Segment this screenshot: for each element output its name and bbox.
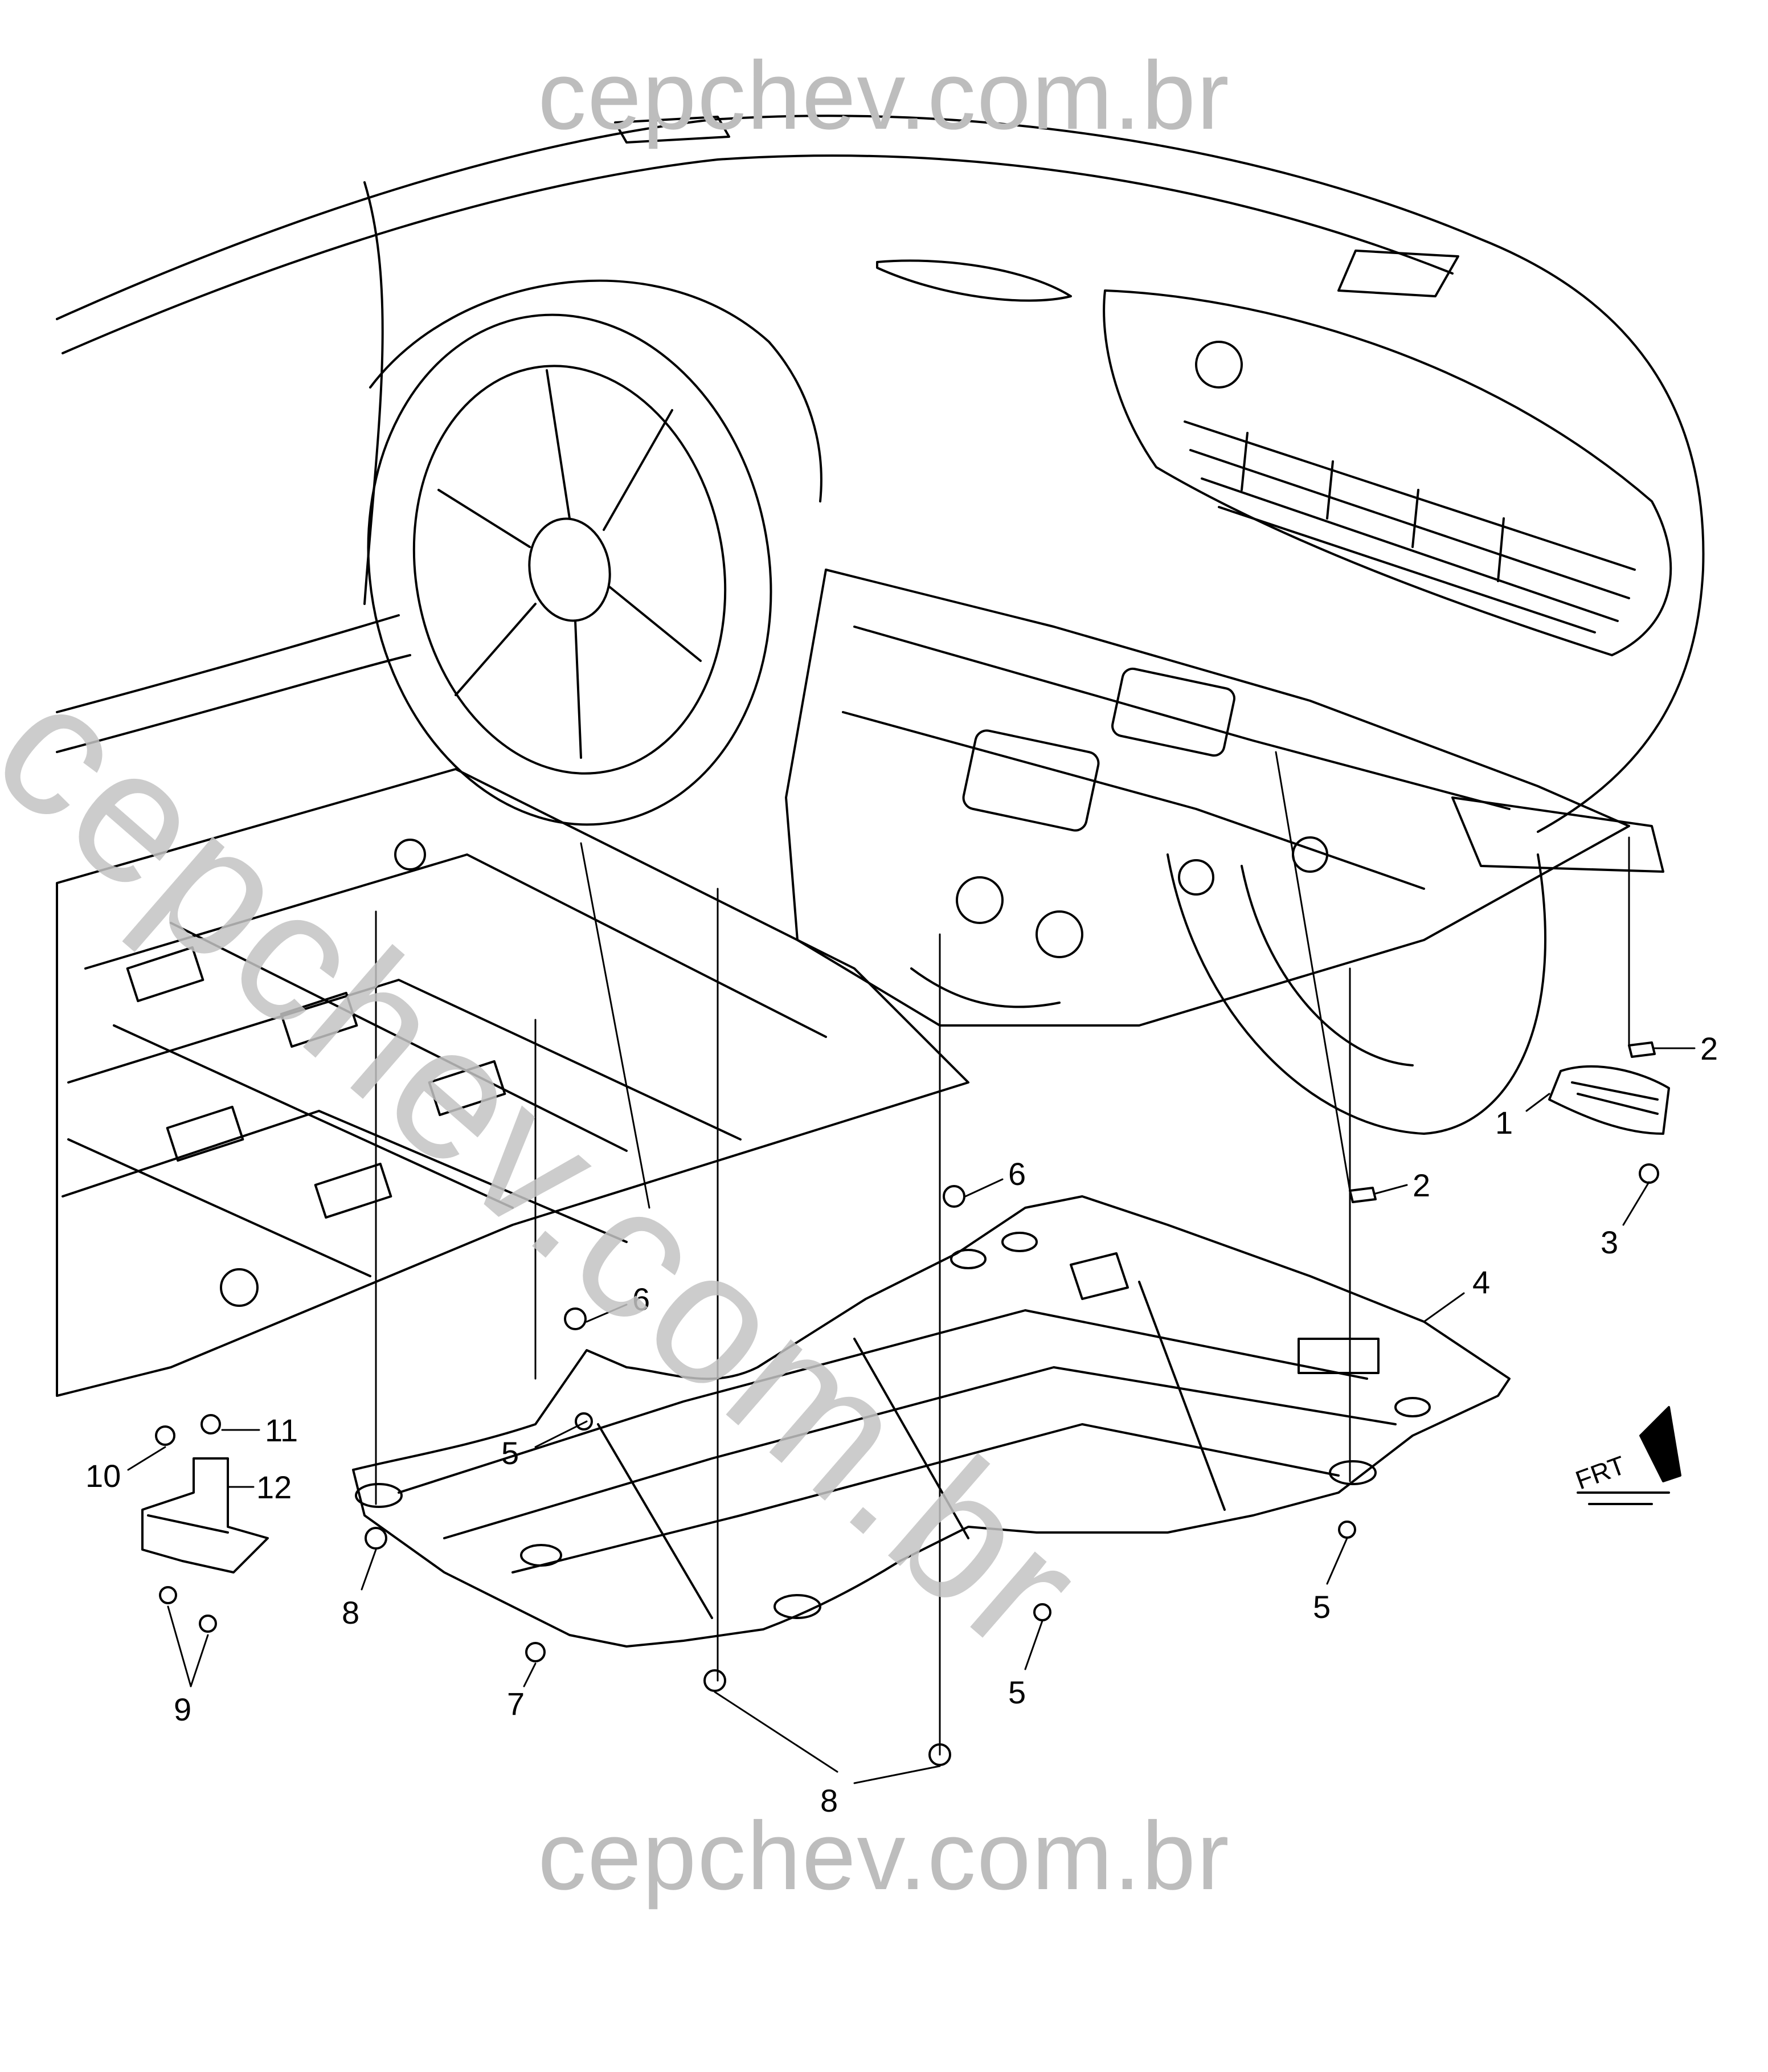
bolt-icon bbox=[1338, 1521, 1356, 1539]
front-indicator-label: FRT bbox=[1571, 1450, 1629, 1495]
underbody-floor-pan bbox=[56, 768, 969, 1397]
fasteners bbox=[155, 1041, 1659, 1766]
brand-emblem-icon bbox=[1337, 250, 1459, 297]
bolt-icon bbox=[575, 1412, 593, 1431]
engine-cradle bbox=[785, 569, 1664, 1027]
screw-icon bbox=[365, 1527, 387, 1550]
screw-icon bbox=[703, 1669, 726, 1692]
exploded-parts-diagram: 1 2 2 3 4 5 5 5 6 6 7 8 8 9 10 11 12 FRT bbox=[56, 115, 1718, 1818]
nut-icon bbox=[943, 1185, 965, 1208]
front-grille bbox=[1103, 289, 1672, 656]
screw-icon bbox=[159, 1586, 177, 1604]
clip-icon bbox=[200, 1414, 221, 1435]
vehicle-body bbox=[56, 115, 1705, 833]
clip-icon bbox=[1349, 1187, 1377, 1203]
rear-wheel bbox=[1167, 853, 1546, 1135]
callout-label: 6 bbox=[632, 1281, 650, 1317]
side-marker-icon bbox=[876, 259, 1072, 302]
callout-label: 11 bbox=[265, 1412, 298, 1448]
clip-icon bbox=[1628, 1041, 1656, 1058]
callout-label: 5 bbox=[1313, 1589, 1331, 1625]
screw-icon bbox=[199, 1615, 217, 1633]
underbody-shield bbox=[352, 1195, 1511, 1648]
callout-label: 7 bbox=[507, 1686, 525, 1722]
front-wheel bbox=[367, 279, 822, 826]
callout-label: 2 bbox=[1413, 1167, 1430, 1203]
callout-label: 2 bbox=[1700, 1031, 1718, 1066]
nut-icon bbox=[564, 1307, 587, 1330]
callout-label: 8 bbox=[342, 1595, 359, 1630]
callout-label: 12 bbox=[256, 1469, 292, 1505]
air-deflector bbox=[1548, 1065, 1670, 1135]
watermark-top: cepchev.com.br bbox=[538, 42, 1230, 150]
front-direction-arrow-icon bbox=[1577, 1406, 1681, 1505]
callout-label: 9 bbox=[174, 1691, 191, 1727]
guide-lines bbox=[375, 751, 1630, 1756]
watermark-bottom: cepchev.com.br bbox=[538, 1802, 1230, 1910]
callout-label: 3 bbox=[1601, 1224, 1618, 1260]
callout-label: 5 bbox=[1008, 1674, 1026, 1710]
leader-lines bbox=[127, 1047, 1696, 1784]
callout-labels: 1 2 2 3 4 5 5 5 6 6 7 8 8 9 10 11 12 FRT bbox=[85, 1031, 1718, 1818]
screw-icon bbox=[1639, 1163, 1659, 1184]
callout-label: 8 bbox=[820, 1783, 838, 1818]
callout-label: 4 bbox=[1472, 1264, 1490, 1300]
callout-label: 10 bbox=[85, 1458, 121, 1494]
badge-icon bbox=[614, 116, 730, 144]
fog-lamp-icon bbox=[1195, 341, 1243, 389]
clip-icon bbox=[155, 1425, 175, 1446]
callout-label: 5 bbox=[501, 1435, 519, 1471]
callout-label: 6 bbox=[1008, 1156, 1026, 1192]
callout-label: 1 bbox=[1495, 1105, 1513, 1141]
bracket bbox=[141, 1457, 269, 1574]
cross-member bbox=[1451, 796, 1664, 873]
stud-icon bbox=[525, 1642, 546, 1662]
